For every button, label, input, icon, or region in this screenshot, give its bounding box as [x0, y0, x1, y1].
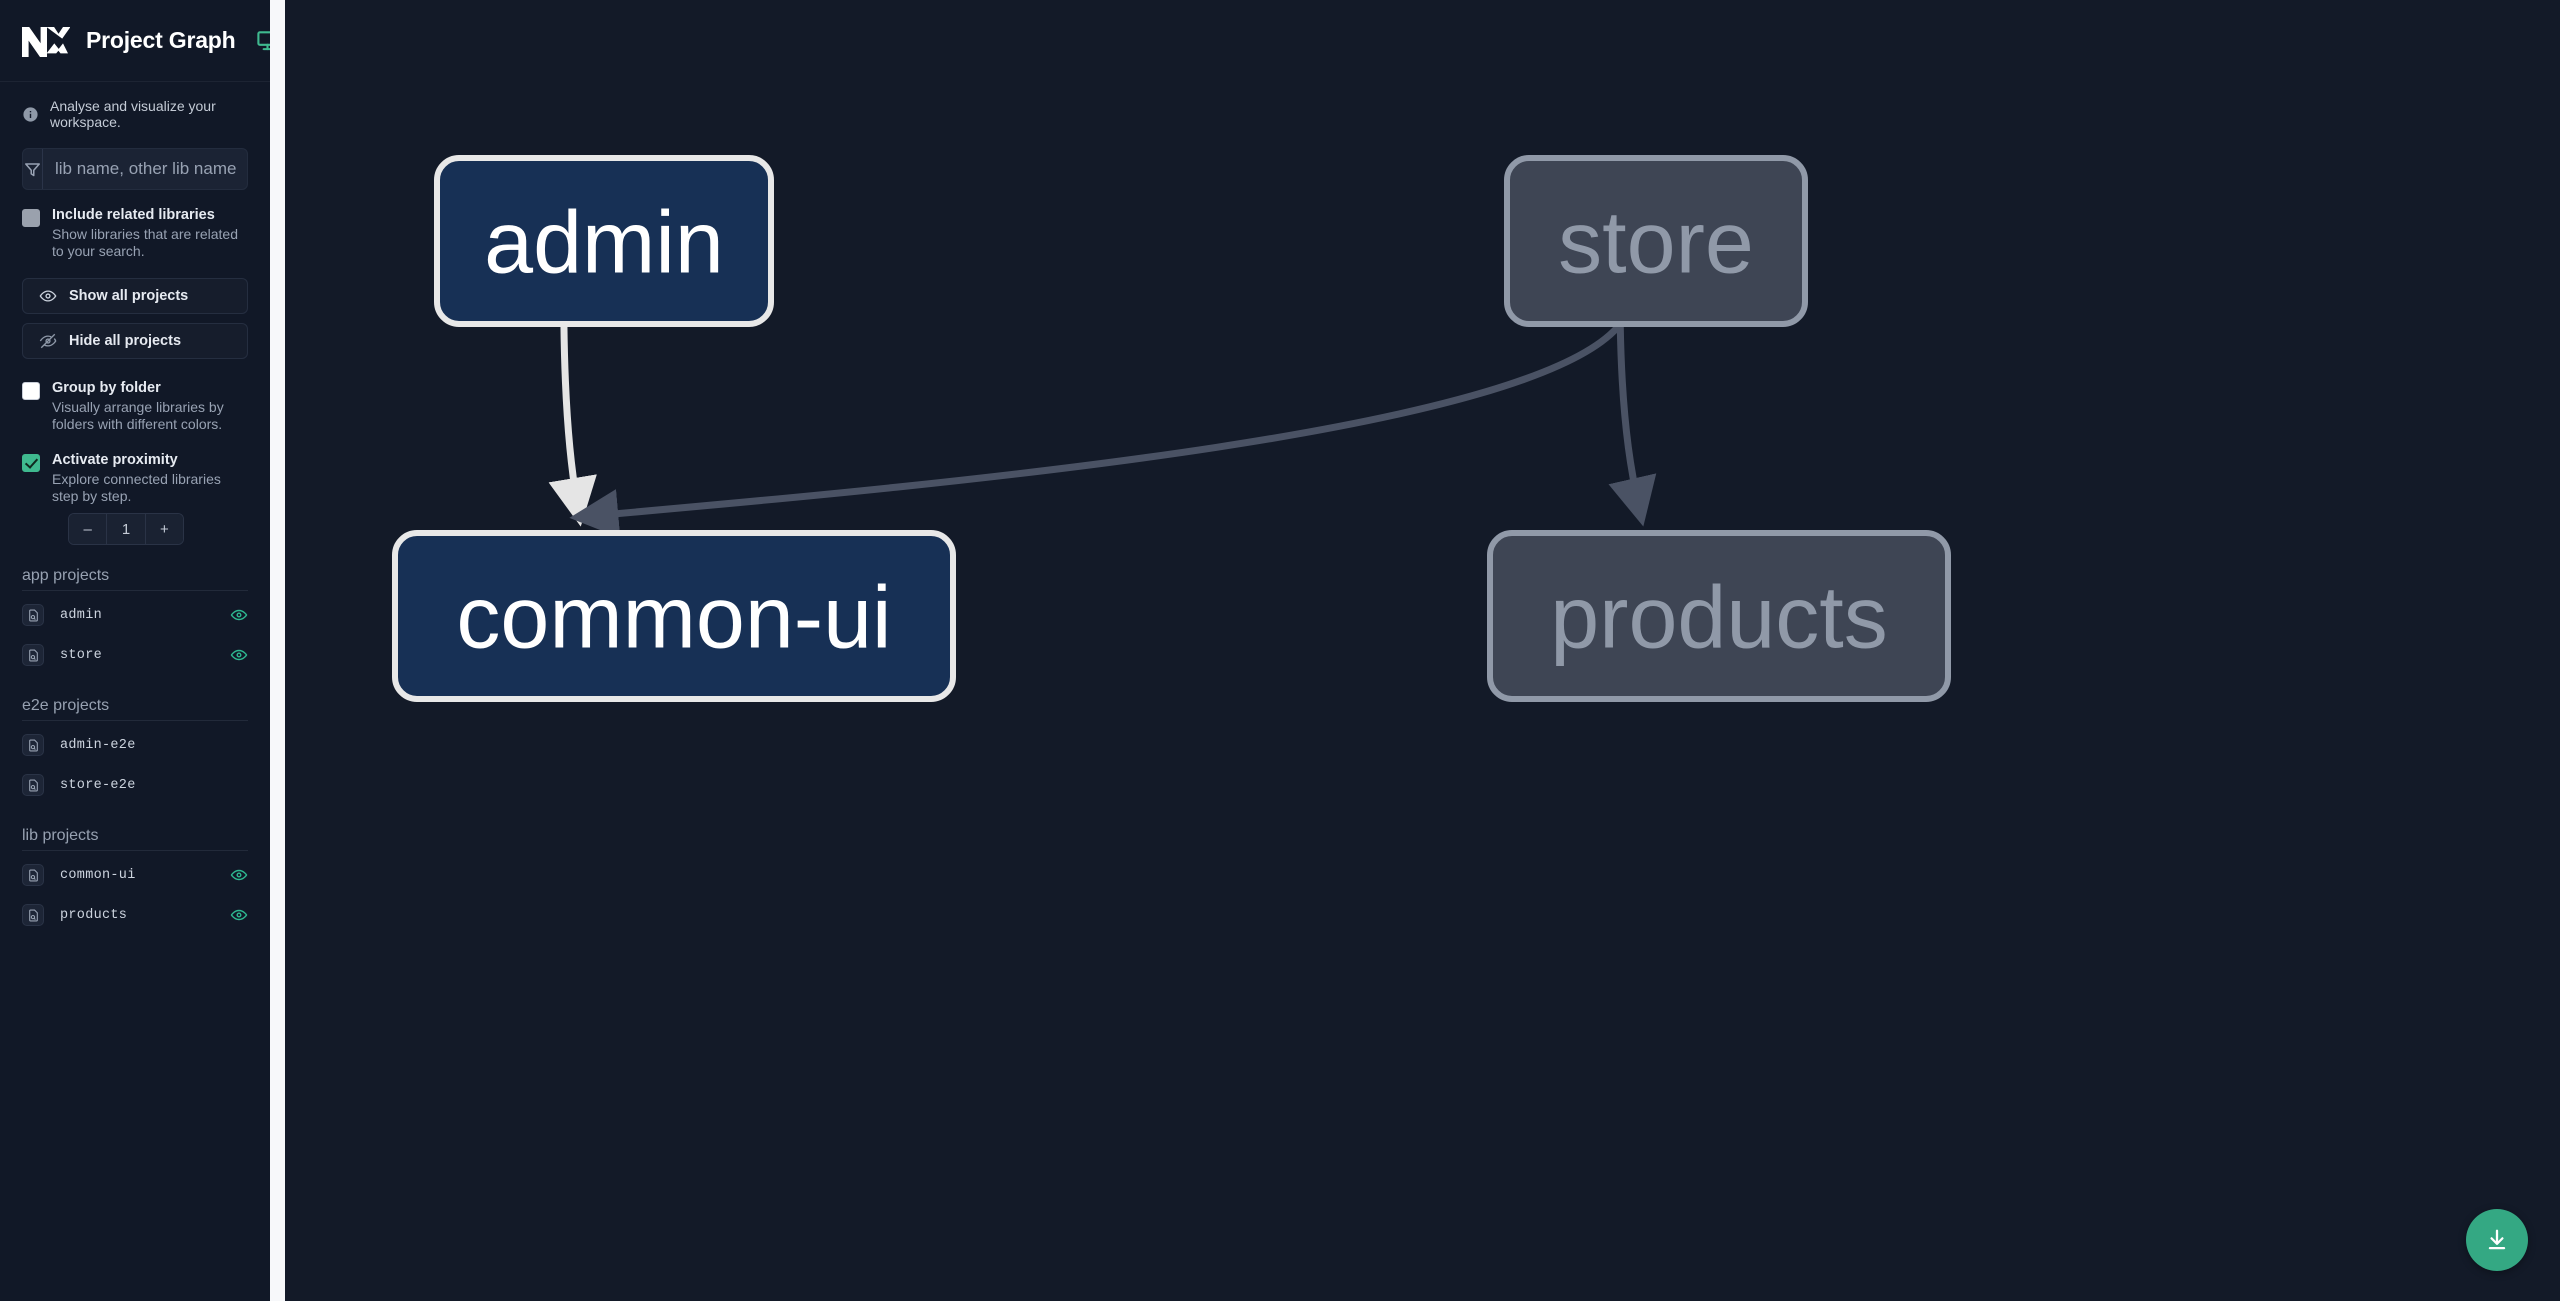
stepper-divider	[144, 514, 146, 544]
funnel-icon	[25, 162, 40, 176]
graph-nodes: admin store common-ui products	[392, 155, 1951, 702]
project-details-icon[interactable]	[22, 904, 44, 926]
group-by-folder-description: Visually arrange libraries by folders wi…	[52, 399, 224, 432]
graph-node-box	[434, 155, 774, 327]
tagline: Analyse and visualize your workspace.	[0, 82, 270, 144]
group-by-folder-checkbox[interactable]	[22, 382, 40, 400]
graph-canvas[interactable]: admin store common-ui products	[285, 0, 2560, 1301]
graph-node-products[interactable]: products	[1487, 530, 1951, 702]
sidebar-resize-handle[interactable]	[270, 0, 285, 1301]
graph-edge	[548, 323, 597, 527]
project-details-icon[interactable]	[22, 604, 44, 626]
monitor-icon[interactable]	[256, 29, 271, 52]
project-group-title: app projects	[22, 545, 248, 591]
project-details-icon[interactable]	[22, 774, 44, 796]
search-row	[22, 148, 248, 190]
project-list-item[interactable]: products	[22, 895, 248, 935]
graph-node-box	[392, 530, 956, 702]
show-all-projects-label: Show all projects	[69, 288, 189, 304]
page-title: Project Graph	[86, 27, 236, 53]
proximity-decrement-button[interactable]: –	[69, 514, 107, 544]
toggle-visibility-eye-icon[interactable]	[230, 606, 248, 624]
proximity-value: 1	[107, 514, 145, 544]
project-list-item[interactable]: common-ui	[22, 855, 248, 895]
project-name: admin-e2e	[60, 737, 136, 753]
project-list-item[interactable]: admin	[22, 595, 248, 635]
project-list-item[interactable]: store	[22, 635, 248, 675]
toggle-visibility-eye-icon[interactable]	[230, 866, 248, 884]
include-related-checkbox[interactable]	[22, 209, 40, 227]
project-graph-svg: admin store common-ui products	[392, 155, 1951, 702]
project-list-item[interactable]: admin-e2e	[22, 725, 248, 765]
project-group: e2e projects admin-e2e store-e2e	[0, 675, 270, 805]
graph-node-label: products	[1550, 568, 1888, 667]
graph-edge	[569, 321, 1623, 538]
proximity-increment-button[interactable]: +	[145, 514, 183, 544]
activate-proximity-label: Activate proximity	[52, 452, 178, 468]
graph-edge	[1608, 323, 1657, 527]
project-details-icon[interactable]	[22, 734, 44, 756]
graph-node-label: common-ui	[456, 568, 891, 667]
project-details-icon[interactable]	[22, 864, 44, 886]
project-group: app projects admin store	[0, 545, 270, 675]
show-all-projects-button[interactable]: Show all projects	[22, 278, 248, 314]
graph-node-box	[1504, 155, 1808, 327]
graph-node-box	[1487, 530, 1951, 702]
eye-off-icon	[39, 333, 57, 349]
tagline-text: Analyse and visualize your workspace.	[50, 98, 216, 130]
project-name: store	[60, 647, 103, 663]
project-group-title: lib projects	[22, 805, 248, 851]
activate-proximity-checkbox[interactable]	[22, 454, 40, 472]
download-icon	[2488, 1229, 2506, 1250]
graph-node-common-ui[interactable]: common-ui	[392, 530, 956, 702]
hide-all-projects-button[interactable]: Hide all projects	[22, 323, 248, 359]
nx-logo	[22, 26, 70, 57]
option-group-by-folder[interactable]: Group by folder Visually arrange librari…	[22, 379, 248, 433]
project-name: products	[60, 907, 128, 923]
proximity-stepper[interactable]: – 1 +	[68, 513, 184, 545]
search-input[interactable]	[43, 149, 247, 189]
option-include-related[interactable]: Include related libraries Show libraries…	[22, 206, 248, 260]
project-list-item[interactable]: store-e2e	[22, 765, 248, 805]
project-group-title: e2e projects	[22, 675, 248, 721]
hide-all-projects-label: Hide all projects	[69, 333, 182, 349]
sidebar: Project Graph Analyse and visualize your…	[0, 0, 270, 1301]
project-name: common-ui	[60, 867, 136, 883]
graph-node-store[interactable]: store	[1504, 155, 1808, 327]
filter-icon-box	[23, 149, 43, 189]
info-icon	[23, 106, 38, 122]
graph-node-label: admin	[484, 193, 724, 292]
activate-proximity-description: Explore connected libraries step by step…	[52, 471, 221, 504]
project-details-icon[interactable]	[22, 644, 44, 666]
include-related-label: Include related libraries	[52, 207, 215, 223]
graph-edges	[548, 321, 1657, 538]
project-group: lib projects common-ui products	[0, 805, 270, 935]
group-by-folder-label: Group by folder	[52, 380, 161, 396]
download-graph-button[interactable]	[2466, 1209, 2528, 1271]
project-name: admin	[60, 607, 103, 623]
graph-node-label: store	[1558, 193, 1754, 292]
eye-icon	[39, 290, 57, 302]
toggle-visibility-eye-icon[interactable]	[230, 646, 248, 664]
project-groups: app projects admin store e2e projects admin-…	[0, 545, 270, 935]
include-related-description: Show libraries that are related to your …	[52, 226, 238, 259]
toggle-visibility-eye-icon[interactable]	[230, 906, 248, 924]
graph-node-admin[interactable]: admin	[434, 155, 774, 327]
stepper-divider	[106, 514, 108, 544]
project-name: store-e2e	[60, 777, 136, 793]
sidebar-header: Project Graph	[0, 0, 270, 82]
option-activate-proximity[interactable]: Activate proximity Explore connected lib…	[22, 451, 248, 505]
sidebar-controls: Include related libraries Show libraries…	[0, 144, 270, 545]
